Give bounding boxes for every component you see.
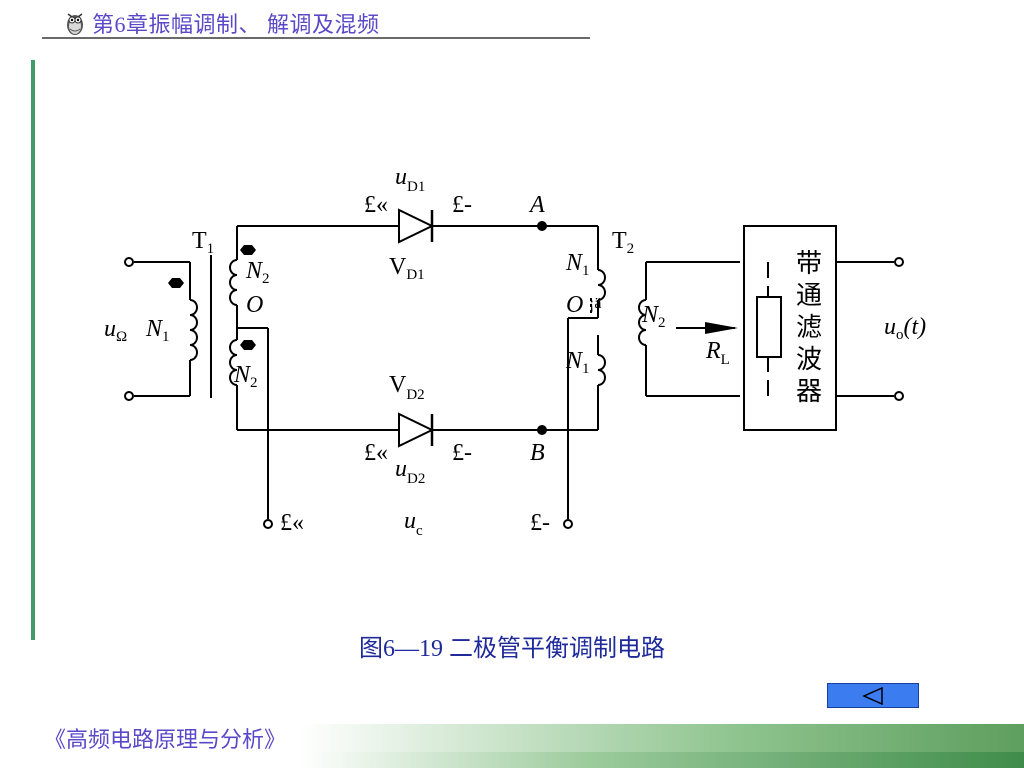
- header-rule: [42, 37, 590, 39]
- slide-header: 第6章振幅调制、 解调及混频: [64, 8, 380, 38]
- owl-logo-icon: [67, 13, 83, 35]
- node-a-dot: [537, 221, 547, 231]
- carrier-terminal-left: [263, 519, 273, 529]
- t1-label: T1: [192, 228, 214, 257]
- load-resistor: [756, 296, 782, 358]
- lower-secondary-label: N2: [233, 362, 258, 391]
- input-voltage-label: uΩ: [104, 316, 127, 345]
- carrier-minus-label: £-: [530, 510, 550, 536]
- load-arrow: [676, 322, 738, 334]
- carrier-plus-label: £«: [280, 510, 304, 536]
- polarity-dot-upper: [240, 245, 256, 255]
- diode1-label: VD1: [389, 254, 425, 283]
- carrier-terminal-right: [563, 519, 573, 529]
- input-terminal-top: [124, 257, 134, 267]
- load-label: RL: [705, 338, 730, 368]
- node-b-dot: [537, 425, 547, 435]
- node-b-label: B: [530, 440, 545, 466]
- output-label: uo(t): [884, 314, 926, 343]
- t2-secondary-label: N2: [641, 302, 666, 331]
- figure-caption: 图6—19 二极管平衡调制电路: [359, 636, 665, 662]
- polarity-dot-primary: [168, 278, 184, 288]
- filter-char-5: 器: [796, 377, 822, 406]
- bandpass-filter-box: [743, 225, 837, 431]
- right-mark-label: ¡ä: [589, 295, 601, 312]
- carrier-voltage-label: uc: [404, 508, 423, 539]
- diode2-plus-label: £«: [364, 440, 388, 466]
- diode-vd2: [398, 412, 435, 448]
- slide-title: 第6章振幅调制、 解调及混频: [92, 12, 380, 37]
- filter-char-1: 带: [796, 249, 822, 278]
- t2-lower-winding-label: N1: [565, 348, 590, 377]
- diode2-voltage-label: uD2: [395, 456, 425, 487]
- t2-label: T2: [612, 228, 634, 257]
- filter-char-4: 波: [796, 345, 822, 374]
- triangle-left-icon: [862, 686, 883, 705]
- filter-char-3: 滤: [796, 313, 822, 342]
- center-tap-left-label: O: [246, 292, 263, 318]
- t1-primary-coil: [189, 299, 198, 361]
- center-tap-right-label: O: [566, 292, 583, 318]
- filter-char-2: 通: [796, 281, 822, 310]
- book-title: 《高频电路原理与分析》: [44, 727, 287, 752]
- diode1-voltage-label: uD1: [395, 164, 425, 195]
- diode1-plus-label: £«: [364, 192, 388, 218]
- footer-gradient-band-lower: [300, 752, 1024, 768]
- output-terminal-bottom: [894, 391, 904, 401]
- diode2-minus-label: £-: [452, 440, 472, 466]
- back-button[interactable]: [827, 683, 919, 708]
- upper-secondary-label: N2: [245, 258, 270, 287]
- diode-vd1: [398, 208, 435, 244]
- diode2-label: VD2: [389, 372, 425, 403]
- output-terminal-top: [894, 257, 904, 267]
- t2-upper-winding-label: N1: [565, 250, 590, 279]
- side-accent-bar: [31, 60, 35, 640]
- node-a-label: A: [528, 192, 545, 218]
- primary-winding-label: N1: [145, 316, 170, 345]
- bandpass-filter-label: 带 通 滤 波 器: [796, 249, 822, 406]
- diode1-minus-label: £-: [452, 192, 472, 218]
- polarity-dot-lower: [240, 340, 256, 350]
- input-terminal-bottom: [124, 391, 134, 401]
